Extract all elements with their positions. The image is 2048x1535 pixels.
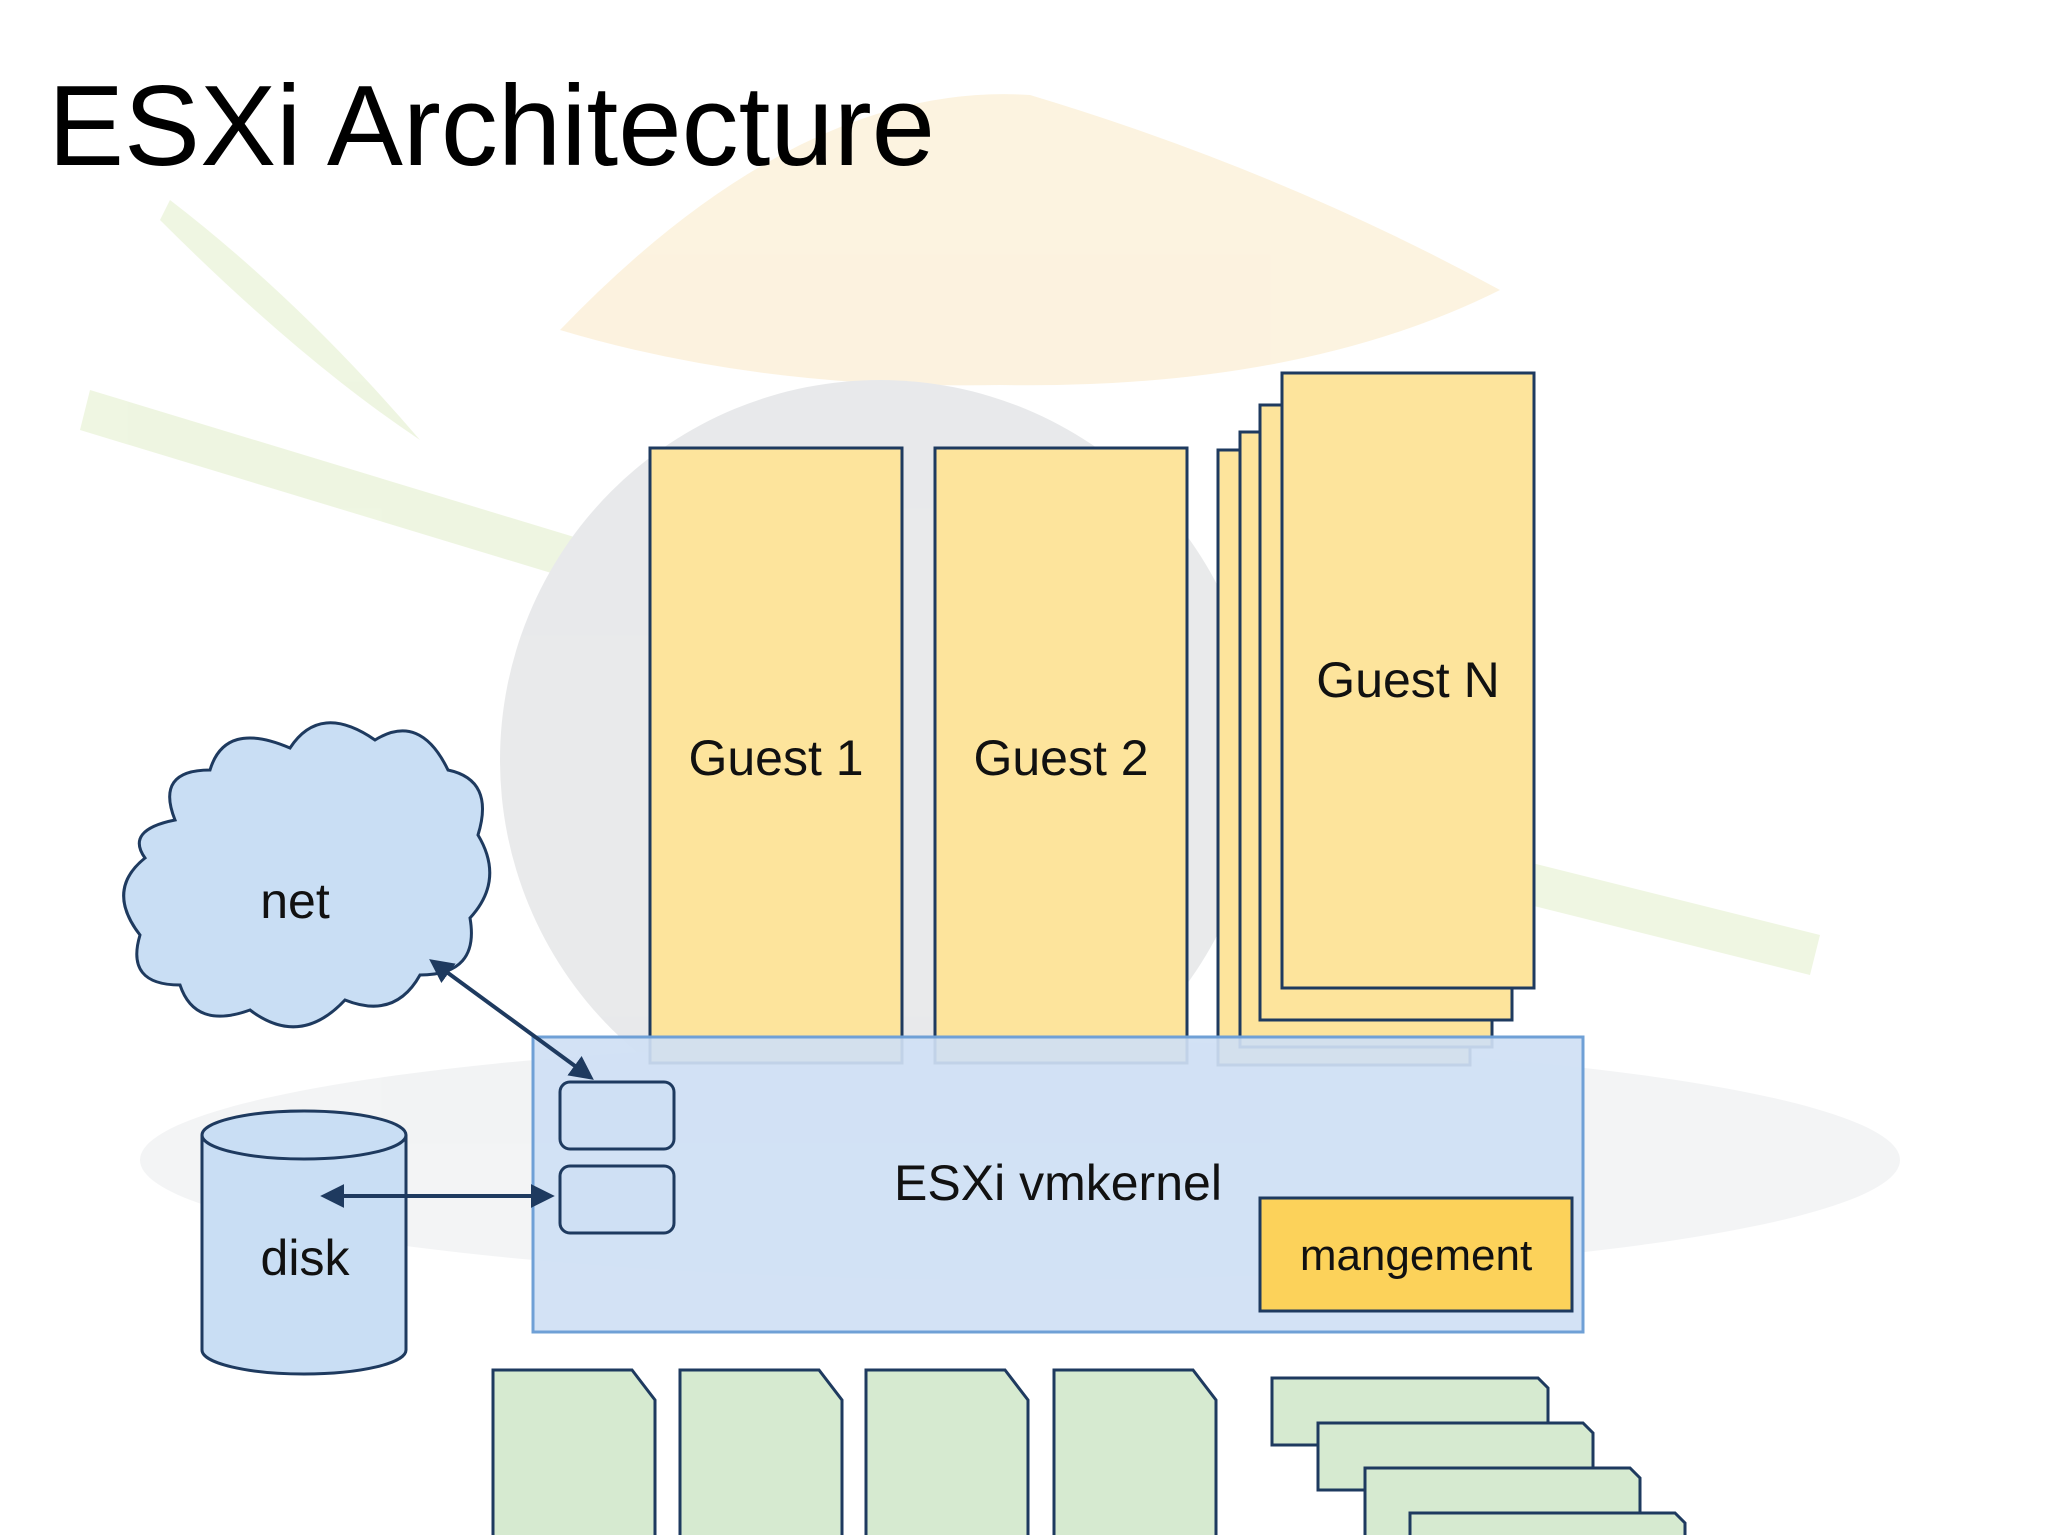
network-adapter-port — [558, 1080, 676, 1151]
guest-vm-1-label: Guest 1 — [688, 730, 863, 786]
net-to-vmkernel-arrow — [429, 959, 594, 1080]
bamboo-stalk-right — [1470, 850, 1820, 975]
disk-top — [200, 1109, 408, 1161]
network-label: net — [260, 873, 330, 929]
storage-adapter-port — [558, 1164, 676, 1235]
guest-vm-2-label: Guest 2 — [973, 730, 1148, 786]
slide-title: ESXi Architecture — [48, 63, 936, 190]
hardware-devices — [491, 1368, 1687, 1535]
management-box — [1258, 1196, 1574, 1313]
vmkernel-layer: ESXi vmkernel mangement — [531, 1035, 1585, 1334]
guest-vm-1: Guest 1 — [648, 446, 904, 1065]
guest-vm-1-box — [648, 446, 904, 1065]
disk-storage: disk — [200, 1109, 408, 1376]
cloud-icon — [122, 721, 492, 1029]
hardware-card — [864, 1368, 1030, 1535]
hardware-card — [1052, 1368, 1218, 1535]
management-label: mangement — [1300, 1231, 1532, 1280]
network-cloud: net — [122, 721, 492, 1029]
hardware-card — [491, 1368, 657, 1535]
guest-vm-2: Guest 2 — [933, 446, 1189, 1065]
disk-label: disk — [261, 1230, 351, 1286]
guest-vm-stack-n: Guest N — [1216, 371, 1536, 1067]
hardware-card-stacked — [1408, 1511, 1687, 1535]
guest-vm-n-label: Guest N — [1316, 652, 1499, 708]
guest-vm-2-box — [933, 446, 1189, 1065]
guest-vm-n-box — [1280, 371, 1536, 990]
straw-hat — [560, 94, 1500, 386]
hardware-card — [678, 1368, 844, 1535]
bamboo-leaves — [160, 200, 420, 440]
bamboo-stalk-left — [80, 390, 650, 600]
vmkernel-label: ESXi vmkernel — [894, 1155, 1222, 1211]
